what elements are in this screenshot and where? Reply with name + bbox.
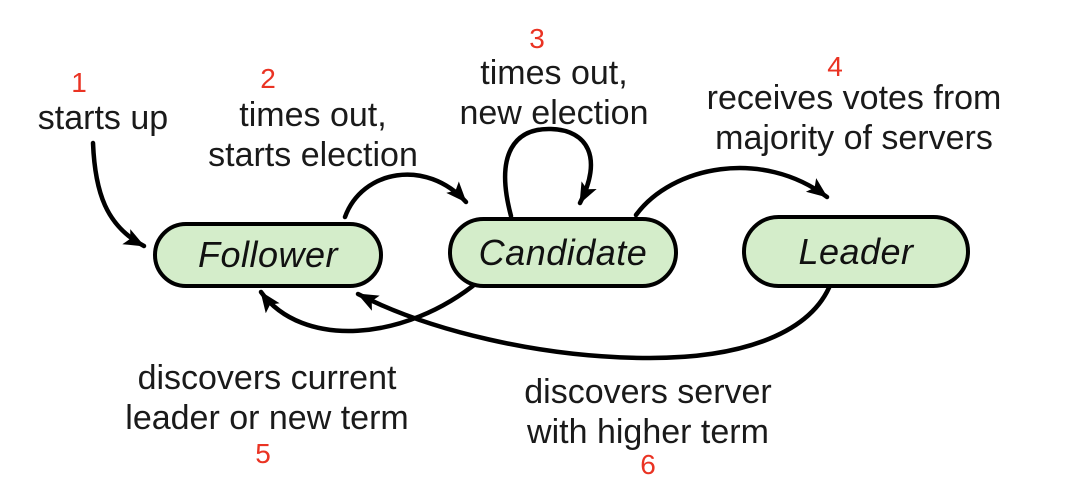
transition-label-discovers-higher-term: discovers server with higher term — [524, 372, 772, 452]
step-number-4: 4 — [827, 51, 843, 82]
arrow-candidate-self-loop — [502, 126, 597, 219]
state-node-leader: Leader — [742, 215, 970, 288]
transition-label-times-out-new-election: times out, new election — [459, 53, 648, 133]
step-number-3: 3 — [529, 23, 545, 54]
arrow-follower-to-candidate — [342, 172, 469, 220]
state-node-follower: Follower — [153, 222, 383, 288]
step-number-5: 5 — [255, 438, 271, 469]
transition-label-line: majority of servers — [715, 119, 993, 157]
transition-label-line: discovers server — [524, 373, 772, 411]
transition-label-times-out-starts-election: times out, starts election — [208, 95, 418, 175]
transition-label-line: leader or new term — [125, 399, 409, 437]
transition-label-line: with higher term — [527, 413, 769, 451]
state-node-candidate: Candidate — [448, 217, 678, 288]
state-label-leader: Leader — [798, 230, 914, 272]
step-number-2: 2 — [260, 63, 276, 94]
state-label-candidate: Candidate — [478, 231, 648, 273]
arrow-candidate-to-follower — [258, 278, 482, 334]
transition-label-line: times out, — [480, 54, 628, 92]
transition-label-line: starts up — [37, 99, 169, 137]
state-label-follower: Follower — [197, 234, 339, 275]
arrow-candidate-to-leader — [633, 165, 830, 218]
transition-label-starts-up: starts up — [38, 98, 168, 138]
transition-label-line: discovers current — [137, 359, 397, 397]
transition-label-discovers-leader: discovers current leader or new term — [125, 358, 408, 438]
transition-label-line: new election — [459, 94, 649, 132]
transition-label-line: starts election — [208, 136, 418, 174]
step-number-6: 6 — [640, 449, 656, 480]
transition-label-receives-votes: receives votes from majority of servers — [707, 78, 1002, 158]
transition-label-line: receives votes from — [706, 79, 1002, 117]
arrow-starts-up-to-follower — [90, 140, 147, 249]
arrow-leader-to-follower — [355, 280, 834, 361]
transition-label-line: times out, — [239, 96, 387, 134]
step-number-1: 1 — [71, 67, 87, 98]
